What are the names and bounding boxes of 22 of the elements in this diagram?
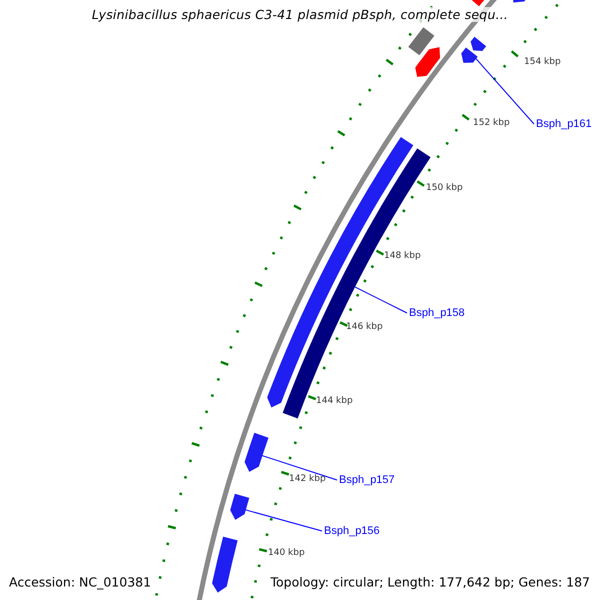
gene-label: Bsph_p161	[536, 118, 592, 130]
leader-line	[262, 455, 338, 480]
leader-line	[475, 58, 534, 124]
tick-label: 140 kbp	[268, 548, 305, 558]
tick-label: 146 kbp	[346, 322, 383, 332]
gene-label: Bsph_p158	[409, 306, 465, 320]
tick-label: 154 kbp	[524, 57, 561, 67]
gene-bar	[461, 47, 478, 63]
tick-label: 142 kbp	[289, 474, 326, 484]
tick-label: 150 kbp	[426, 183, 463, 193]
leader-line	[244, 509, 322, 532]
leader-line	[354, 286, 408, 314]
gene-label: Bsph_p157	[339, 474, 395, 486]
gene-bar	[244, 432, 268, 472]
gene-bar	[230, 494, 250, 520]
summary-text: Topology: circular; Length: 177,642 bp; Genes: 187	[270, 574, 590, 590]
accession-text: Accession: NC_010381	[9, 574, 152, 590]
tick-label: 144 kbp	[316, 396, 353, 406]
gene-label: Bsph_p156	[324, 524, 380, 538]
gene-bar	[470, 36, 486, 52]
tick-label: 152 kbp	[473, 118, 510, 128]
tick-label: 148 kbp	[384, 251, 421, 261]
